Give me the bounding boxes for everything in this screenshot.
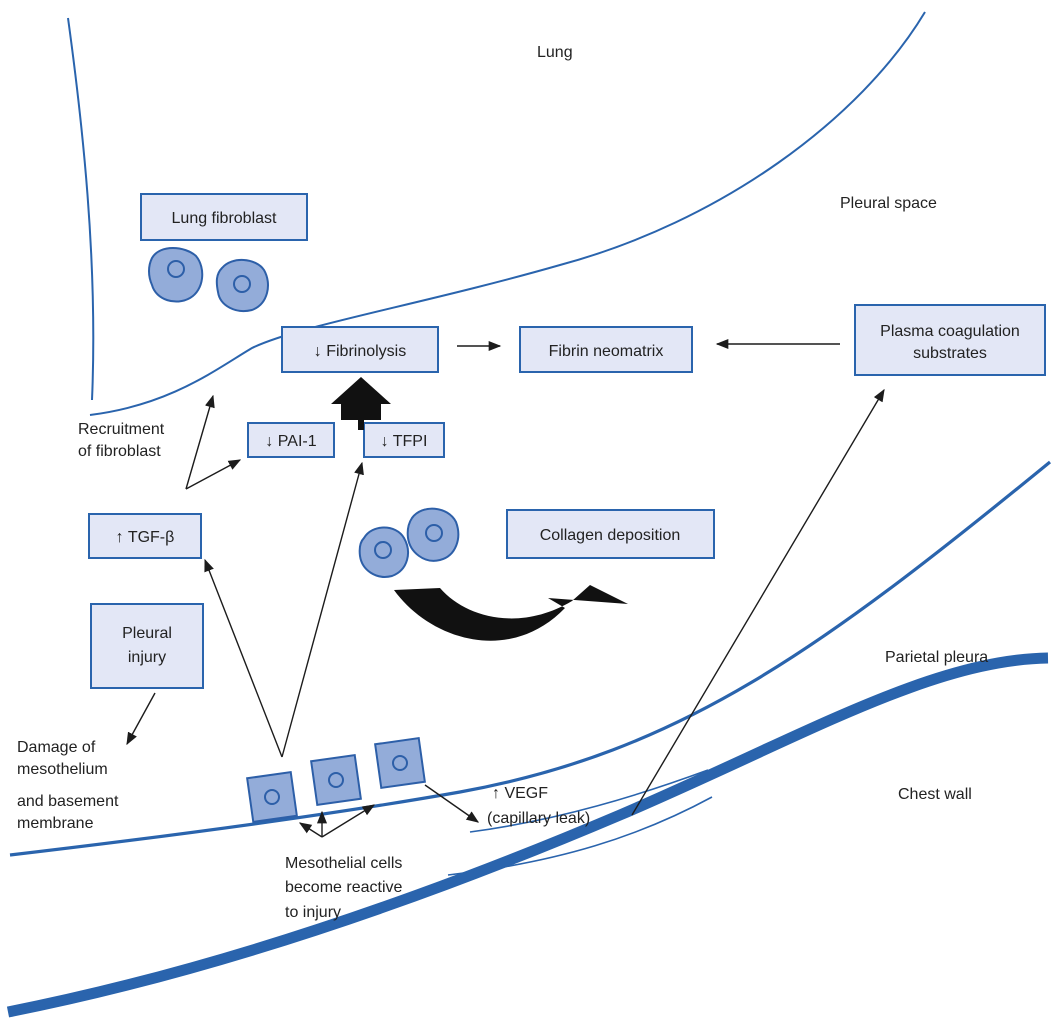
parietal-pleura-line (9, 460, 1052, 857)
mesothelial-cell-3 (374, 737, 426, 789)
arrow-injury-to-damage (126, 692, 156, 746)
svg-text:↑ VEGF: ↑ VEGF (492, 785, 548, 802)
chest-wall-line (6, 652, 1049, 1018)
recruitment-label: Recruitment of fibroblast (78, 421, 165, 460)
arrow-meso-reactive-1 (298, 822, 323, 838)
damage-label: Damage of mesothelium and basement membr… (17, 739, 119, 832)
svg-text:↓ PAI-1: ↓ PAI-1 (265, 433, 316, 450)
svg-text:↑ TGF-β: ↑ TGF-β (116, 529, 175, 546)
mesothelial-cell-2 (310, 754, 362, 806)
svg-text:substrates: substrates (913, 345, 987, 362)
svg-text:Damage of: Damage of (17, 739, 96, 756)
svg-text:Mesothelial cells: Mesothelial cells (285, 855, 402, 872)
arrow-meso-to-tfpi (281, 461, 364, 758)
pleural-space-label: Pleural space (840, 195, 937, 212)
arrow-meso-to-tgf (204, 558, 283, 758)
visceral-pleura-line (67, 11, 926, 416)
svg-text:mesothelium: mesothelium (17, 761, 108, 778)
svg-text:and basement: and basement (17, 793, 119, 810)
pai1-box: ↓ PAI-1 (247, 422, 335, 458)
svg-text:to injury: to injury (285, 904, 341, 921)
arrow-tgf-to-pai1 (185, 459, 242, 490)
tgf-beta-box: ↑ TGF-β (88, 513, 202, 559)
svg-text:of fibroblast: of fibroblast (78, 443, 161, 460)
pleural-injury-box: Pleural injury (90, 603, 204, 689)
svg-text:Pleural: Pleural (122, 625, 172, 642)
lung-fibroblast-box: Lung fibroblast (140, 193, 308, 241)
arrow-tgf-to-recruitment (185, 394, 215, 490)
fibroblast-cell-1 (148, 247, 204, 303)
capillary-line-1 (469, 769, 709, 833)
plasma-coagulation-box: Plasma coagulation substrates (854, 304, 1046, 376)
svg-text:Recruitment: Recruitment (78, 421, 165, 438)
svg-text:injury: injury (128, 649, 166, 666)
fibroblast-cell-4 (406, 507, 460, 562)
svg-text:Fibrin neomatrix: Fibrin neomatrix (549, 343, 664, 360)
arrow-vegf-to-plasma (631, 388, 885, 816)
tfpi-box: ↓ TFPI (363, 422, 445, 458)
arrow-meso-reactive-3 (321, 804, 376, 838)
svg-text:↓ TFPI: ↓ TFPI (381, 433, 428, 450)
svg-text:↓ Fibrinolysis: ↓ Fibrinolysis (314, 343, 406, 360)
svg-text:Lung fibroblast: Lung fibroblast (172, 210, 278, 227)
capillary-line-2 (447, 796, 713, 876)
svg-text:become reactive: become reactive (285, 879, 402, 896)
svg-text:Plasma coagulation: Plasma coagulation (880, 323, 1020, 340)
mesothelial-label: Mesothelial cells become reactive to inj… (285, 855, 402, 921)
svg-text:Collagen deposition: Collagen deposition (540, 527, 681, 544)
svg-text:(capillary leak): (capillary leak) (487, 810, 590, 827)
lung-label: Lung (537, 44, 573, 61)
curved-arrow (394, 585, 628, 641)
fibrin-neomatrix-box: Fibrin neomatrix (519, 326, 693, 373)
chest-wall-label: Chest wall (898, 786, 972, 803)
parietal-pleura-label: Parietal pleura (885, 649, 988, 666)
mesothelial-cell-1 (246, 771, 298, 823)
svg-text:membrane: membrane (17, 815, 94, 832)
fibroblast-cell-2 (215, 259, 269, 312)
fibrinolysis-box: ↓ Fibrinolysis (281, 326, 439, 373)
arrow-meso-to-capillary (424, 784, 480, 823)
fibroblast-cell-3 (358, 526, 409, 578)
vegf-label: ↑ VEGF (capillary leak) (487, 785, 590, 827)
big-up-arrow (331, 377, 391, 430)
collagen-deposition-box: Collagen deposition (506, 509, 715, 559)
